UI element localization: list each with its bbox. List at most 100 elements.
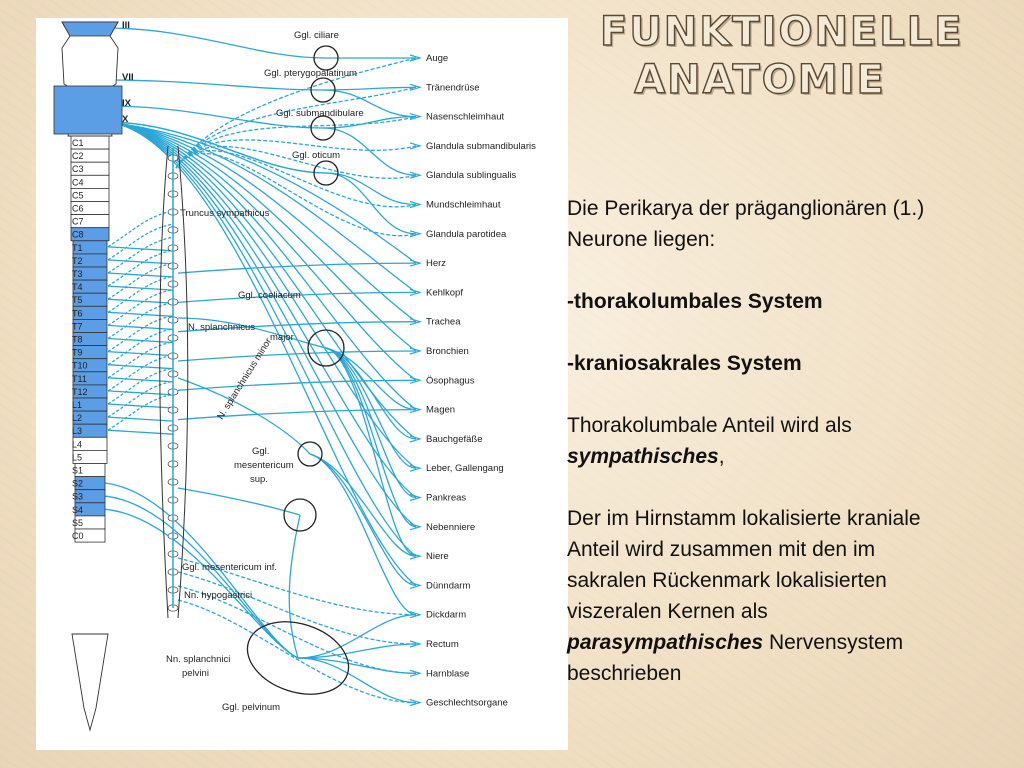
ramus-communicans — [107, 429, 174, 435]
sympathetic-postganglionic — [177, 321, 417, 333]
segment-label: C4 — [72, 177, 84, 187]
sympathetic-postganglionic — [177, 262, 417, 274]
sympathetic-postganglionic — [177, 379, 417, 391]
sympathetic-cranial-fiber — [175, 86, 417, 169]
organ-arrow — [409, 54, 423, 62]
sacral-sympathetic-fiber — [177, 557, 417, 616]
sacral-sympathetic-fiber — [177, 571, 417, 645]
segment-label: S4 — [72, 505, 83, 515]
segment-label: C6 — [72, 204, 84, 214]
ramus-communicans — [107, 246, 174, 252]
segment-label: C2 — [72, 151, 84, 161]
ramus-communicans — [107, 259, 174, 265]
ramus-communicans — [107, 298, 174, 304]
label-ggl-pterygopalatinum: Ggl. pterygopalatinum — [264, 68, 357, 79]
organ-label: Trachea — [426, 317, 461, 328]
cranial-nerve-label: X — [122, 114, 129, 125]
cranial-nerve-label: IX — [122, 98, 132, 109]
grey-ramus — [107, 341, 174, 379]
paragraph-3-line-2: sympathisches, — [567, 441, 1012, 472]
organ-label: Bronchien — [426, 346, 469, 357]
spinal-segment — [74, 528, 106, 543]
segment-label: L2 — [72, 413, 82, 423]
organ-label: Nebenniere — [426, 522, 475, 533]
segment-label: T1 — [72, 243, 83, 253]
ganglion-pterygopalatinum — [310, 77, 336, 103]
title-line-2: ANATOMIE — [634, 56, 886, 103]
sacral-sympathetic-fiber — [177, 599, 417, 704]
intro-line-2: Neurone liegen: — [567, 228, 716, 251]
sympathetic-cranial-fiber — [175, 57, 417, 169]
sympathetic-trunk — [159, 145, 189, 619]
mesenteric-postganglionic — [309, 453, 417, 557]
label-ggl-oticum: Ggl. oticum — [292, 150, 340, 161]
postganglionic-fiber — [322, 127, 417, 176]
pelvic-splanchnic-fiber — [99, 508, 299, 659]
organ-label: Glandula parotidea — [426, 229, 507, 240]
cranial-parasympathetic-fiber — [105, 79, 324, 91]
segment-label: C7 — [72, 217, 84, 227]
coeliac-postganglionic — [325, 347, 417, 557]
title-line-1: FUNKTIONELLE — [599, 8, 964, 55]
grey-ramus — [107, 328, 174, 366]
segment-label: S2 — [72, 479, 83, 489]
segment-label: T2 — [72, 256, 83, 266]
label-nn-hypogastrici: Nn. hypogastrici — [184, 590, 252, 601]
ramus-communicans — [107, 364, 174, 370]
coeliac-postganglionic — [325, 347, 417, 411]
grey-ramus — [107, 249, 174, 287]
organ-arrow — [409, 113, 423, 121]
segment-label: C8 — [72, 230, 84, 240]
vagus-fiber — [107, 121, 417, 557]
label-ggl-coeliacum: Ggl. coeliacum — [238, 290, 301, 301]
coeliac-postganglionic — [325, 347, 417, 469]
grey-ramus — [107, 262, 174, 300]
list-item-kraniosakral: -kraniosakrales System — [567, 352, 802, 375]
paragraph-4-line-6: beschrieben — [567, 662, 682, 685]
coeliac-postganglionic — [325, 347, 417, 499]
conus-outline — [71, 633, 109, 732]
label-ggl-mesentericum-sup-3: sup. — [250, 474, 268, 485]
grey-ramus — [107, 354, 174, 392]
sympathetic-postganglionic — [177, 350, 417, 362]
organ-arrow — [409, 230, 423, 238]
parasympathisches-emphasis: parasympathisches — [567, 631, 764, 654]
vagus-fiber — [107, 121, 417, 293]
grey-ramus — [107, 367, 174, 405]
grey-ramus — [107, 380, 174, 418]
sympathetic-cranial-fiber — [175, 145, 417, 179]
hypogastric-fiber — [288, 514, 301, 659]
segment-label: L5 — [72, 452, 82, 462]
ganglion-submandibulare — [310, 115, 336, 141]
organ-label: Magen — [426, 405, 455, 416]
paragraph-4-line-4: viszeralen Kernen als — [567, 600, 768, 623]
organ-label: Dünndarm — [426, 580, 470, 591]
ganglion-oticum — [313, 160, 339, 186]
label-ggl-mesentericum-sup-1: Ggl. — [252, 446, 269, 457]
organ-label: Ösophagus — [426, 375, 475, 386]
cranial-parasympathetic-fiber — [105, 105, 324, 129]
organ-arrow — [409, 142, 423, 150]
midbrain-shading — [61, 21, 119, 37]
segment-label: T6 — [72, 308, 83, 318]
sympathetic-cranial-fiber — [175, 152, 417, 237]
organ-label: Herz — [426, 258, 446, 269]
organ-arrow — [409, 611, 423, 619]
ramus-communicans — [107, 311, 174, 317]
paragraph-4-line-3: sakralen Rückenmark lokalisierten — [567, 569, 887, 592]
organ-arrow — [409, 171, 423, 179]
sympathetic-postganglionic — [177, 408, 417, 421]
vagus-fiber — [107, 121, 417, 586]
ramus-communicans — [107, 285, 174, 291]
cranial-nerve-label: III — [122, 20, 130, 31]
segment-label: T11 — [72, 374, 87, 384]
organ-label: Nasenschleimhaut — [426, 112, 505, 123]
organ-label: Rectum — [426, 639, 459, 650]
cranial-parasympathetic-fiber — [105, 121, 327, 174]
splanchnic-minor-fiber — [177, 377, 311, 455]
segment-label: C3 — [72, 164, 84, 174]
vagus-fiber — [107, 121, 417, 352]
organ-label: Niere — [426, 551, 449, 562]
ganglia — [246, 45, 350, 695]
vagus-fiber — [107, 121, 417, 381]
